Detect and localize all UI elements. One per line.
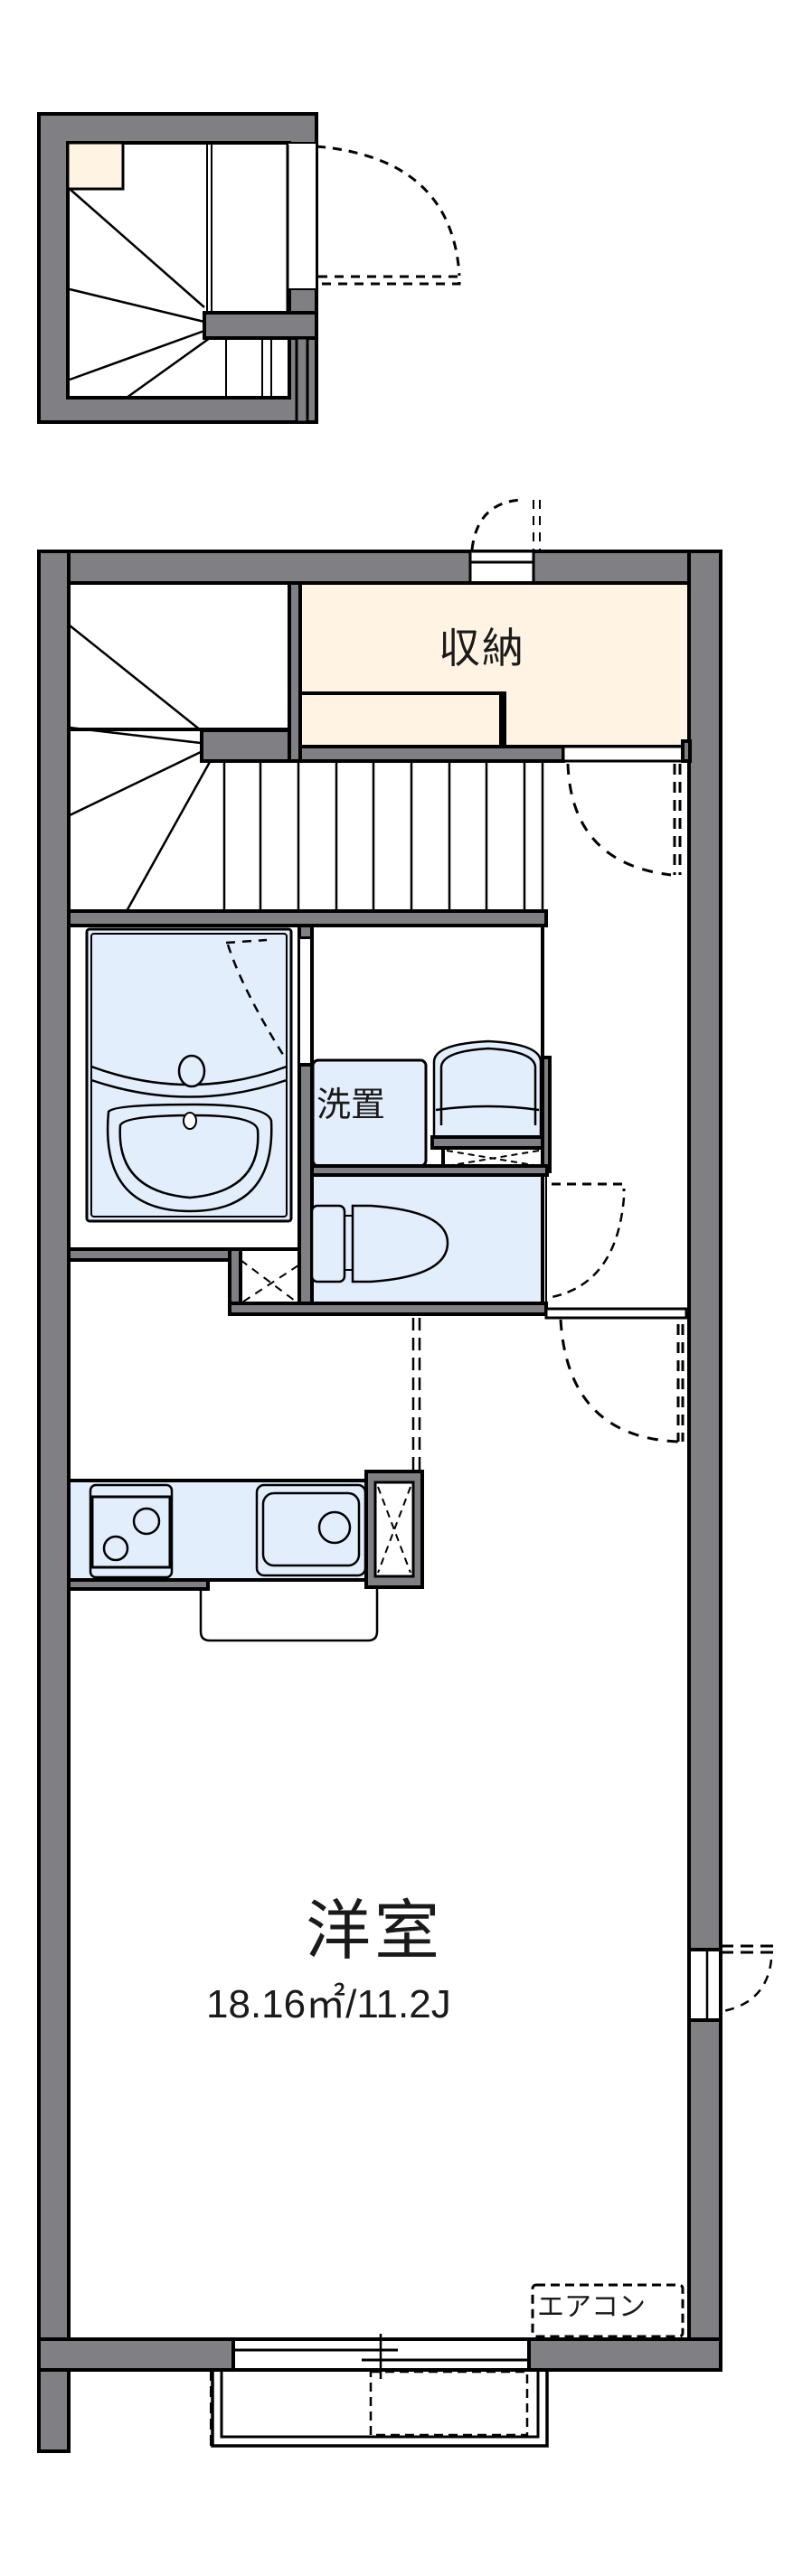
right-window [687,1948,722,2022]
toilet-icon [310,1204,449,1283]
western-room-area: 18.16㎡/11.2J [206,1982,451,2026]
closet-x-mark [240,1259,299,1304]
outdoor-unit-space [369,2370,529,2437]
aircon-box [531,2283,685,2338]
stairs-winder-upper [69,188,211,400]
upper-storage-corner [66,141,125,191]
range-hood [199,1589,379,1642]
stair-bottom-wall [67,909,548,927]
storage-door-swing [566,763,672,877]
stairs-winder-main [69,625,212,912]
storage-door-opening [562,745,685,763]
kitchen-counter [67,1479,372,1582]
toilet-door-swing [551,1197,626,1299]
upper-stair-block [37,112,461,424]
unit-bath-icon [85,927,293,1223]
hall-door-swing [559,1319,679,1443]
washing-machine-icon [432,1039,543,1139]
stair-landing-wall [200,729,303,763]
storage-shelf [298,691,503,748]
bath-door-swing [225,938,287,1058]
balcony [210,2368,549,2448]
top-window [468,550,535,585]
door-swing-upper [316,145,461,277]
aircon-label: エアコン [537,2291,646,2323]
washroom-label: 洗置 [316,1085,386,1124]
storage-label: 収納 [439,624,525,672]
stove-icon [89,1483,174,1579]
western-room-label: 洋室 [306,1893,444,1969]
stairs-treads [222,761,544,911]
